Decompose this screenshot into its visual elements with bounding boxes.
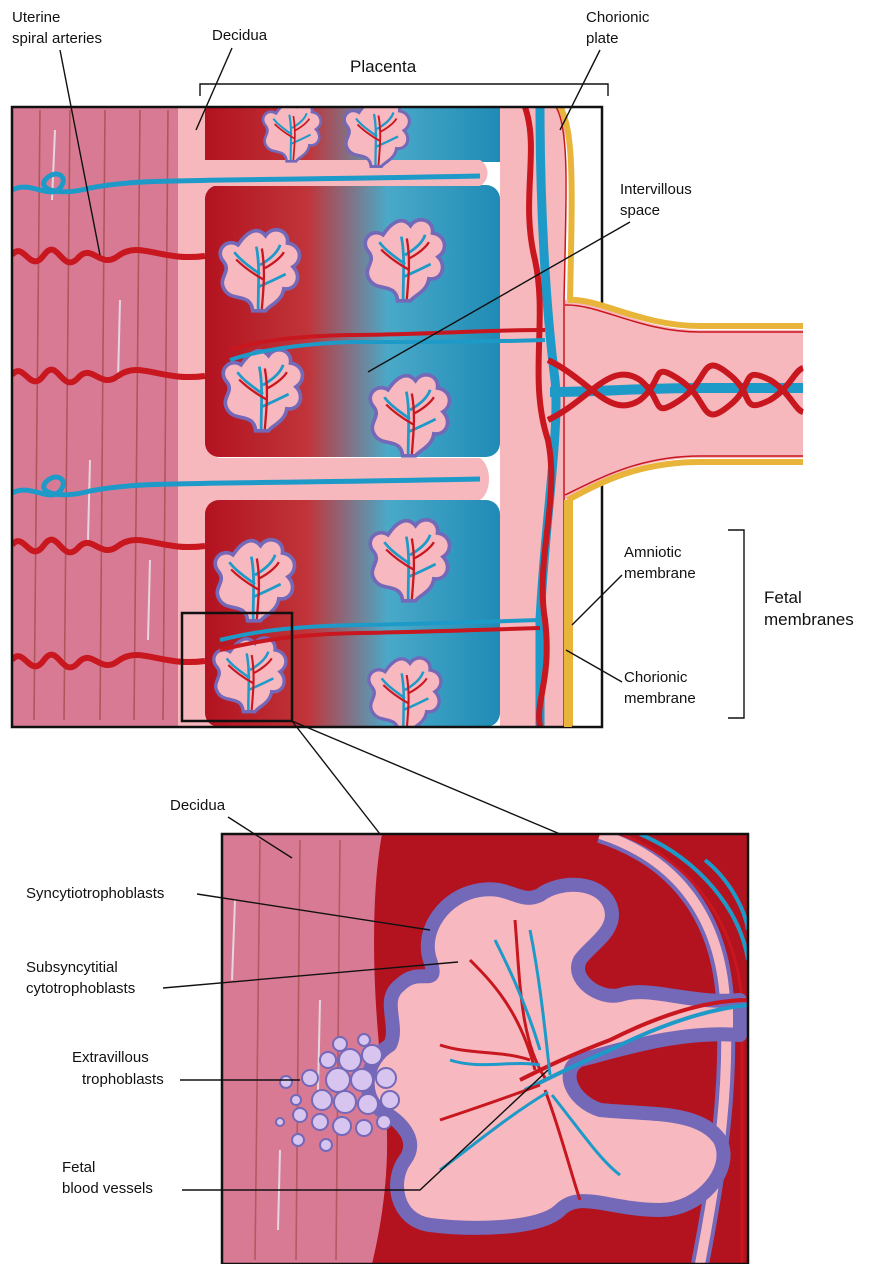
label-uterine-line2: spiral arteries [12, 30, 102, 47]
svg-text:Decidua: Decidua [170, 797, 226, 814]
svg-text:Uterine: Uterine [12, 9, 60, 26]
label-fetal-blood-line1: Fetal [62, 1159, 95, 1176]
svg-text:space: space [620, 202, 660, 219]
label-chorionic-membrane-line1: Chorionic [624, 669, 688, 686]
label-chorionic-plate: Chorionic plate [560, 9, 650, 130]
label-amniotic-membrane: Amniotic membrane [572, 544, 696, 625]
svg-text:plate: plate [586, 30, 619, 47]
svg-text:Placenta: Placenta [350, 57, 417, 76]
label-extravillous-line2: trophoblasts [82, 1071, 164, 1088]
placenta-panel [12, 100, 803, 834]
label-amniotic-line1: Amniotic [624, 544, 682, 561]
placenta-bracket [200, 84, 608, 96]
label-chorionic-plate-line1: Chorionic [586, 9, 650, 26]
label-intervillous-line1: Intervillous [620, 181, 692, 198]
svg-text:Extravillous: Extravillous [72, 1049, 149, 1066]
svg-text:Amniotic: Amniotic [624, 544, 682, 561]
svg-text:Chorionic: Chorionic [624, 669, 688, 686]
label-chorionic-plate-line2: plate [586, 30, 619, 47]
label-chorionic-membrane: Chorionic membrane [566, 650, 696, 707]
svg-text:Chorionic: Chorionic [586, 9, 650, 26]
label-fetal-membranes-line1: Fetal [764, 588, 802, 607]
svg-text:cytotrophoblasts: cytotrophoblasts [26, 980, 135, 997]
label-chorionic-membrane-line2: membrane [624, 690, 696, 707]
label-fetal-membranes-line2: membranes [764, 610, 854, 629]
svg-text:Intervillous: Intervillous [620, 181, 692, 198]
label-placenta: Placenta [200, 57, 608, 96]
svg-text:Fetal: Fetal [764, 588, 802, 607]
svg-text:Decidua: Decidua [212, 27, 268, 44]
svg-text:Fetal: Fetal [62, 1159, 95, 1176]
label-uterine-line1: Uterine [12, 9, 60, 26]
label-subsyncytitial-line1: Subsyncytitial [26, 959, 118, 976]
label-amniotic-line2: membrane [624, 565, 696, 582]
svg-text:Subsyncytitial: Subsyncytitial [26, 959, 118, 976]
umbilical-cord [548, 300, 803, 500]
label-fetal-membranes: Fetal membranes [728, 530, 854, 718]
svg-text:blood vessels: blood vessels [62, 1180, 153, 1197]
label-subsyncytitial-line2: cytotrophoblasts [26, 980, 135, 997]
label-extravillous-line1: Extravillous [72, 1049, 149, 1066]
svg-text:spiral arteries: spiral arteries [12, 30, 102, 47]
svg-text:membrane: membrane [624, 690, 696, 707]
label-intervillous-line2: space [620, 202, 660, 219]
svg-text:membranes: membranes [764, 610, 854, 629]
svg-text:membrane: membrane [624, 565, 696, 582]
villus-detail-panel [222, 834, 748, 1264]
svg-text:trophoblasts: trophoblasts [82, 1071, 164, 1088]
fetal-membranes-bracket [728, 530, 744, 718]
svg-text:Syncytiotrophoblasts: Syncytiotrophoblasts [26, 885, 164, 902]
label-fetal-blood-line2: blood vessels [62, 1180, 153, 1197]
